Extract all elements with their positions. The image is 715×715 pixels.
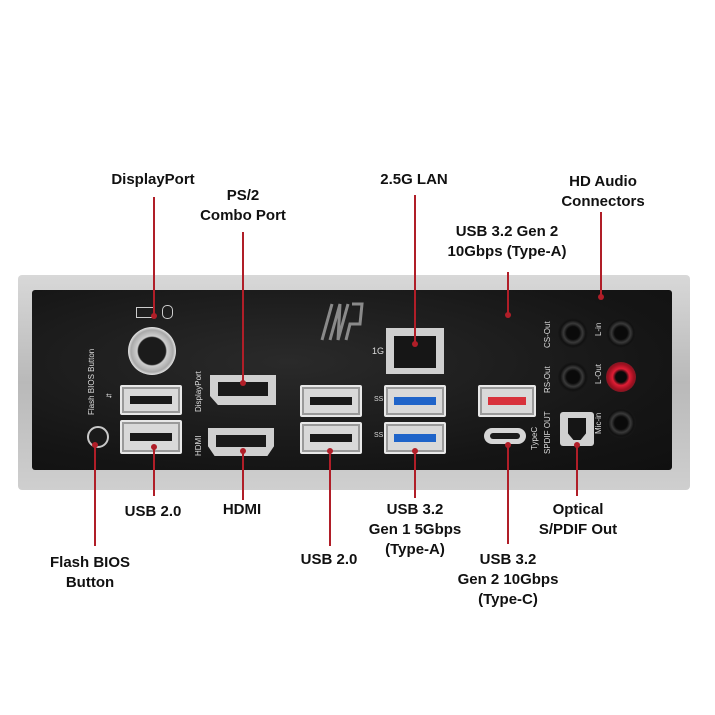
dot-usb32-gen1-a	[412, 448, 418, 454]
label-usb32-gen1-a-line1: USB 3.2	[386, 501, 444, 518]
audio-jack-line-out[interactable]	[606, 362, 636, 392]
lead-usb20-left	[153, 448, 155, 496]
usb2-port-top-left[interactable]	[120, 385, 182, 415]
label-usb32-gen2-a-line2: 10Gbps (Type-A)	[447, 243, 567, 260]
lan-1g-label: 1G	[372, 346, 385, 356]
usb32-gen1-port-top[interactable]	[384, 385, 446, 417]
lead-flash-bios	[94, 446, 96, 546]
label-ps2: PS/2 Combo Port	[178, 186, 308, 226]
lead-lan	[414, 195, 416, 345]
optical-inner	[568, 418, 586, 440]
dot-optical	[574, 442, 580, 448]
label-usb32-gen2-a-line1: USB 3.2 Gen 2	[455, 223, 559, 240]
label-usb32-gen2-c-line2: Gen 2 10Gbps	[457, 571, 559, 588]
displayport-inner	[218, 382, 268, 396]
label-usb32-gen2-c-line1: USB 3.2	[479, 551, 537, 568]
dot-flash-bios	[92, 442, 98, 448]
mic-in-panel-label: Mic-in	[594, 412, 603, 434]
dot-displayport	[151, 313, 157, 319]
label-usb32-gen2-a: USB 3.2 Gen 2 10Gbps (Type-A)	[432, 222, 582, 262]
label-flash-bios: Flash BIOS Button	[30, 553, 150, 593]
lead-hdmi	[242, 452, 244, 500]
ps2-port[interactable]	[128, 327, 176, 375]
label-usb20-left: USB 2.0	[124, 503, 182, 520]
label-ps2-line2: Combo Port	[200, 207, 286, 224]
label-flash-bios-line1: Flash BIOS	[49, 554, 131, 571]
label-usb32-gen2-c-line3: (Type-C)	[478, 591, 538, 608]
usb32-gen2-type-a-port[interactable]	[478, 385, 536, 417]
hdmi-panel-label: HDMI	[194, 435, 203, 456]
label-usb20-mid: USB 2.0	[300, 551, 358, 568]
dot-hdmi	[240, 448, 246, 454]
mouse-icon	[162, 305, 173, 319]
dot-usb20-mid	[327, 448, 333, 454]
label-flash-bios-line2: Button	[65, 574, 115, 591]
label-usb32-gen1-a-line2: Gen 1 5Gbps	[368, 521, 462, 538]
label-hd-audio-line2: Connectors	[561, 193, 645, 210]
audio-jack-line-in[interactable]	[606, 318, 636, 348]
ss-label-top: SS	[374, 396, 384, 403]
label-lan: 2.5G LAN	[380, 171, 448, 188]
displayport-panel-label: DisplayPort	[194, 371, 203, 412]
dot-usb20-left	[151, 444, 157, 450]
label-displayport: DisplayPort	[111, 171, 195, 188]
label-hd-audio: HD Audio Connectors	[548, 172, 658, 212]
hdmi-inner	[216, 435, 266, 447]
label-usb32-gen1-a: USB 3.2 Gen 1 5Gbps (Type-A)	[360, 500, 470, 560]
dot-hd-audio	[598, 294, 604, 300]
usb2-port-top-mid[interactable]	[300, 385, 362, 417]
label-usb32-gen1-a-line3: (Type-A)	[385, 541, 445, 558]
lead-usb32-gen1-a	[414, 452, 416, 498]
dot-usb32-gen2-c	[505, 442, 511, 448]
l-in-panel-label: L-in	[594, 322, 603, 336]
label-optical: Optical S/PDIF Out	[518, 500, 638, 540]
label-ps2-line1: PS/2	[226, 187, 260, 204]
label-hdmi: HDMI	[222, 501, 262, 518]
rs-out-panel-label: RS-Out	[543, 366, 552, 393]
label-hd-audio-line1: HD Audio	[569, 173, 637, 190]
audio-jack-mic-in[interactable]	[606, 408, 636, 438]
audio-jack-cs-out[interactable]	[558, 318, 588, 348]
usb-icon: ⇆	[106, 393, 112, 400]
label-usb32-gen2-c: USB 3.2 Gen 2 10Gbps (Type-C)	[440, 550, 576, 610]
lead-hd-audio	[600, 212, 602, 298]
typec-panel-label: TypeC	[530, 426, 539, 450]
lead-displayport	[153, 197, 155, 317]
dot-ps2	[240, 380, 246, 386]
l-out-panel-label: L-Out	[594, 363, 603, 384]
usb-type-c-inner	[490, 433, 520, 439]
audio-jack-rs-out[interactable]	[558, 362, 588, 392]
cs-out-panel-label: CS-Out	[543, 321, 552, 348]
lead-usb20-mid	[329, 452, 331, 546]
lead-usb32-gen2-c	[507, 446, 509, 544]
dot-lan	[412, 341, 418, 347]
spdif-out-panel-label: SPDIF OUT	[543, 411, 552, 454]
lead-usb32-gen2-a	[507, 272, 509, 316]
label-optical-line1: Optical	[552, 501, 604, 518]
brand-logo	[318, 300, 364, 342]
lead-optical	[576, 446, 578, 496]
lead-ps2	[242, 232, 244, 384]
flash-bios-panel-label: Flash BIOS Button	[87, 348, 96, 415]
label-optical-line2: S/PDIF Out	[538, 521, 618, 538]
flash-bios-button[interactable]	[87, 426, 109, 448]
dot-usb32-gen2-a	[505, 312, 511, 318]
ss-label-bottom: SS	[374, 432, 384, 439]
